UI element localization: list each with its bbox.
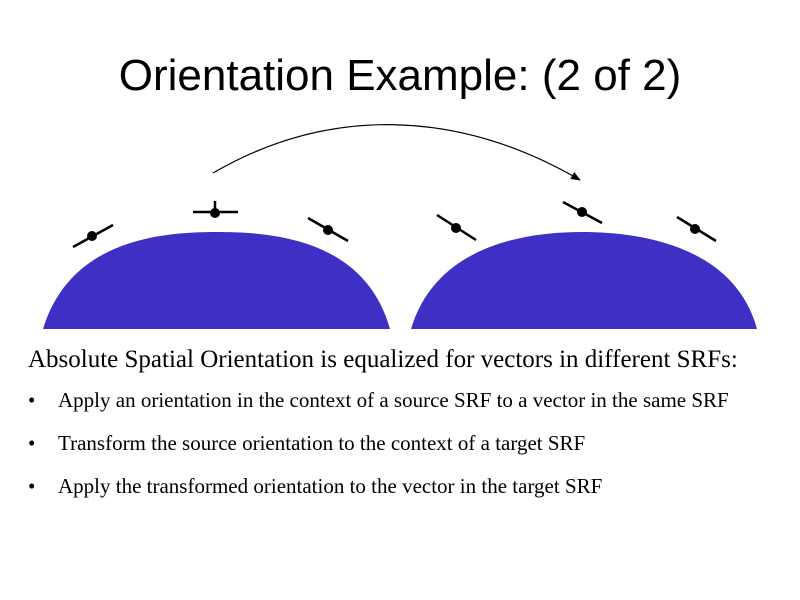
bullet-text: Apply the transformed orientation to the… [58,474,603,498]
bullet-dot: • [28,388,36,412]
orientation-diagram [43,124,757,329]
bullet-dot: • [28,431,36,455]
target-vector-left [436,213,477,242]
source-vector-top [193,201,238,218]
transform-arrow [212,124,581,181]
bullet-text: Apply an orientation in the context of a… [58,388,729,412]
slide-body: Absolute Spatial Orientation is equalize… [28,344,768,515]
bullet-dot: • [28,474,36,498]
bullet-item: • Apply the transformed orientation to t… [28,472,768,501]
lead-text: Absolute Spatial Orientation is equalize… [28,346,738,373]
slide-title: Orientation Example: (2 of 2) [118,51,682,100]
target-vector-right [676,215,717,243]
bullet-list: • Apply an orientation in the context of… [28,386,768,501]
bullet-item: • Apply an orientation in the context of… [28,386,768,415]
target-earth [411,232,757,329]
source-vector-left [72,223,114,249]
source-vector-right [307,216,349,243]
bullet-text: Transform the source orientation to the … [58,431,586,455]
target-vector-top [562,200,603,225]
bullet-item: • Transform the source orientation to th… [28,429,768,458]
source-earth [43,232,390,329]
